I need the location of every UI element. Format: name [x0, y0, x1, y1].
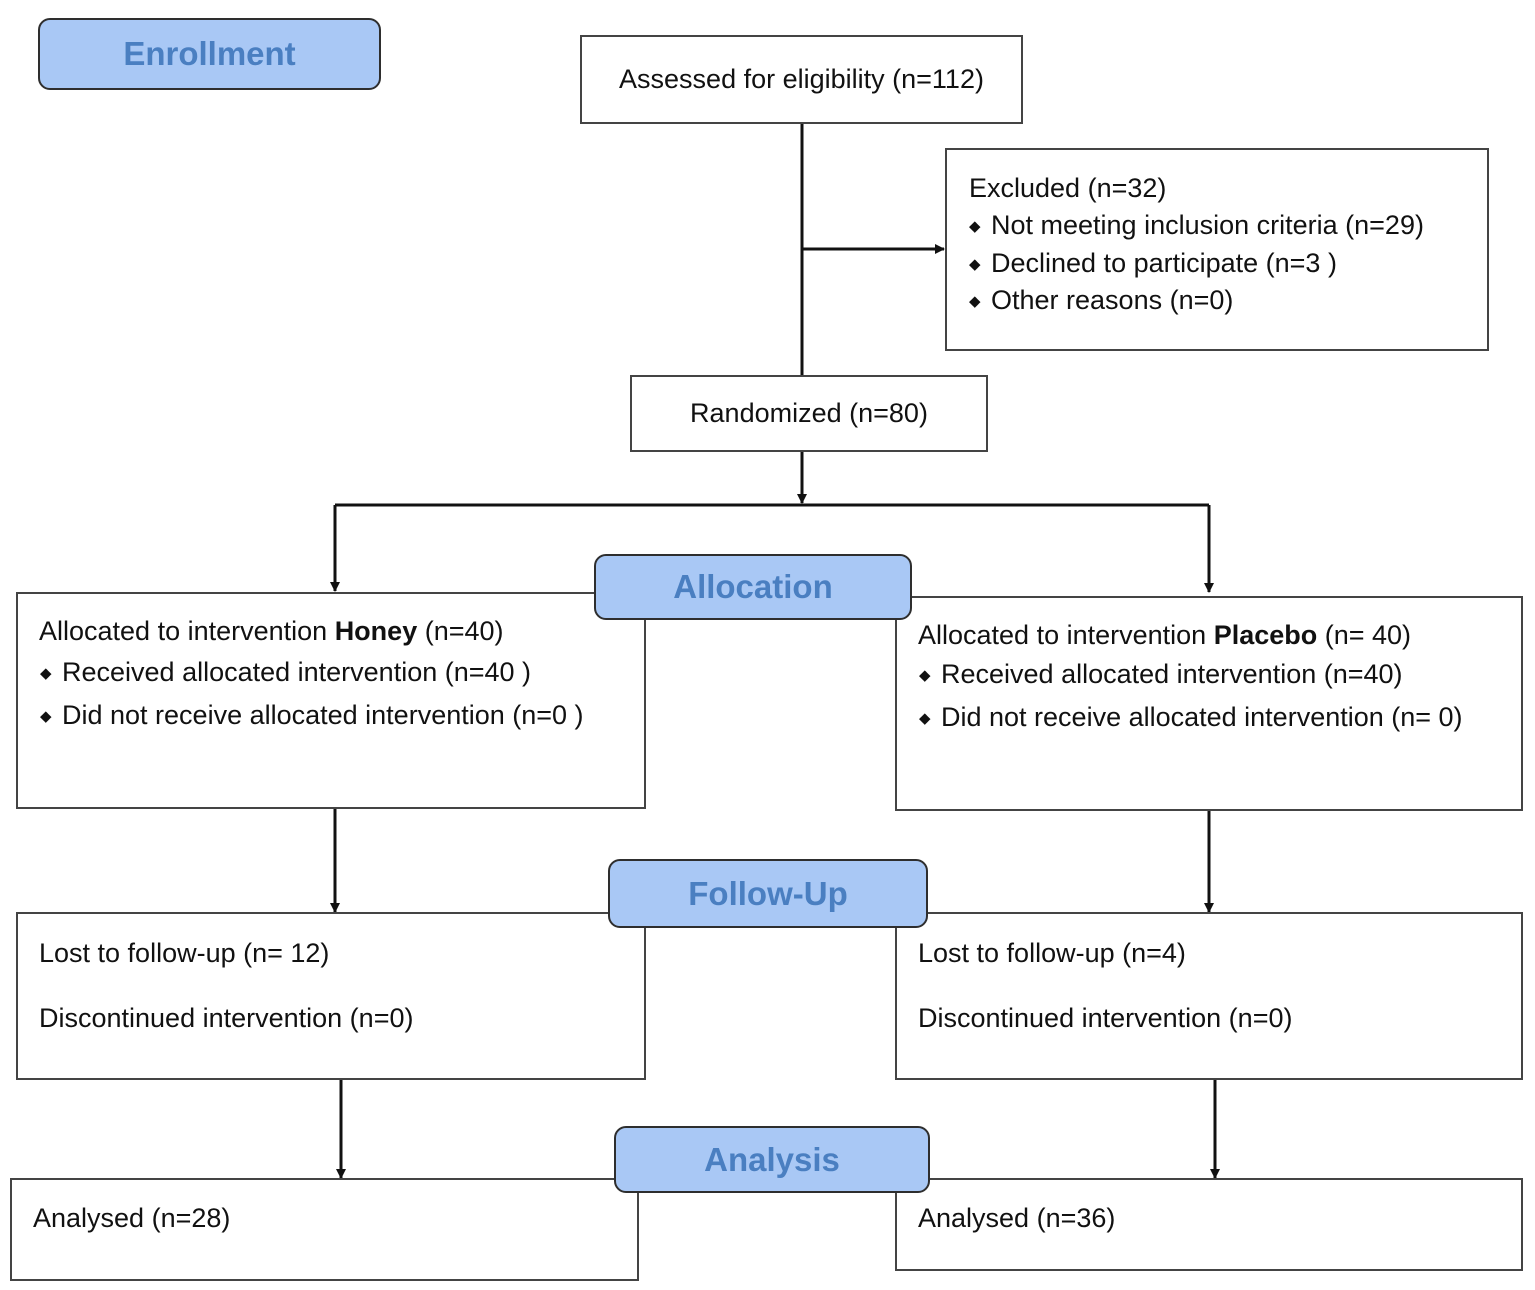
allocation-count: (n=40) — [417, 616, 504, 646]
bullet-icon: ◆ — [40, 708, 52, 725]
placebo-received-text: Received allocated intervention (n=40) — [941, 659, 1403, 689]
honey-analysis-box: Analysed (n=28) — [10, 1178, 639, 1281]
excluded-box: Excluded (n=32) ◆ Not meeting inclusion c… — [945, 148, 1489, 351]
placebo-received-item: ◆ Received allocated intervention (n=40) — [919, 658, 1403, 690]
honey-received-item: ◆ Received allocated intervention (n=40 ) — [40, 656, 531, 688]
placebo-allocation-title: Allocated to intervention Placebo (n= 40… — [918, 619, 1411, 651]
honey-not-received-item: ◆ Did not receive allocated intervention … — [40, 699, 584, 731]
assessed-text: Assessed for eligibility (n=112) — [619, 64, 984, 95]
excluded-title: Excluded (n=32) — [969, 173, 1167, 203]
allocation-stage-label: Allocation — [594, 554, 912, 620]
analysis-stage-label: Analysis — [614, 1126, 930, 1193]
honey-followup-box: Lost to follow-up (n= 12) Discontinued i… — [16, 912, 646, 1080]
bullet-icon: ◆ — [919, 667, 931, 684]
randomized-text: Randomized (n=80) — [690, 398, 928, 429]
placebo-followup-box: Lost to follow-up (n=4) Discontinued int… — [895, 912, 1523, 1080]
bullet-icon: ◆ — [40, 665, 52, 682]
honey-not-received-text: Did not receive allocated intervention (… — [62, 700, 584, 730]
placebo-allocation-box: Allocated to intervention Placebo (n= 40… — [895, 596, 1523, 811]
placebo-analysed-text: Analysed (n=36) — [918, 1203, 1116, 1233]
allocation-count: (n= 40) — [1317, 620, 1412, 650]
honey-group-name: Honey — [334, 616, 418, 646]
randomized-box: Randomized (n=80) — [630, 375, 988, 452]
bullet-icon: ◆ — [969, 293, 981, 310]
placebo-lost-text: Lost to follow-up (n=4) — [918, 938, 1186, 968]
enrollment-stage-label: Enrollment — [38, 18, 381, 90]
bullet-icon: ◆ — [969, 256, 981, 273]
honey-lost-text: Lost to follow-up (n= 12) — [39, 938, 330, 968]
honey-discontinued-text: Discontinued intervention (n=0) — [39, 1003, 414, 1033]
honey-analysed-text: Analysed (n=28) — [33, 1203, 231, 1233]
honey-allocation-box: Allocated to intervention Honey (n=40) ◆… — [16, 592, 646, 809]
excluded-item-3: ◆ Other reasons (n=0) — [969, 284, 1233, 316]
honey-allocation-title: Allocated to intervention Honey (n=40) — [39, 615, 504, 647]
placebo-analysis-box: Analysed (n=36) — [895, 1178, 1523, 1271]
placebo-not-received-item: ◆ Did not receive allocated intervention … — [919, 701, 1463, 733]
excluded-item-2: ◆ Declined to participate (n=3 ) — [969, 247, 1337, 279]
placebo-not-received-text: Did not receive allocated intervention (… — [941, 702, 1463, 732]
excluded-item-1: ◆ Not meeting inclusion criteria (n=29) — [969, 209, 1424, 241]
bullet-icon: ◆ — [919, 710, 931, 727]
allocation-prefix: Allocated to intervention — [918, 620, 1214, 650]
placebo-discontinued-text: Discontinued intervention (n=0) — [918, 1003, 1293, 1033]
allocation-prefix: Allocated to intervention — [39, 616, 335, 646]
bullet-icon: ◆ — [969, 218, 981, 235]
assessed-box: Assessed for eligibility (n=112) — [580, 35, 1023, 124]
honey-received-text: Received allocated intervention (n=40 ) — [62, 657, 532, 687]
placebo-group-name: Placebo — [1213, 620, 1318, 650]
follow-up-stage-label: Follow-Up — [608, 859, 928, 928]
excluded-item-text: Other reasons (n=0) — [991, 285, 1234, 315]
excluded-item-text: Not meeting inclusion criteria (n=29) — [991, 210, 1424, 240]
excluded-item-text: Declined to participate (n=3 ) — [991, 248, 1337, 278]
